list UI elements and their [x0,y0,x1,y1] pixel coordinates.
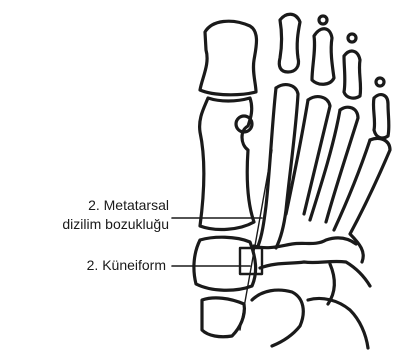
fourth-toe-phalanx [344,51,361,98]
cuneiform-label-text: 2. Küneiform [87,256,166,275]
fifth-toe-phalanx [373,95,388,138]
second-toe-phalanx [279,14,300,72]
rearfoot-outline [252,290,303,346]
metatarsal-malalignment-label: 2. Metatarsal dizilim bozukluğu [62,196,169,234]
second-metatarsal-medial [258,88,276,246]
hallux-distal-phalanx [200,21,257,95]
fifth-toe-tip [376,78,384,86]
metatarsal-label-line-1: 2. Metatarsal [62,196,169,215]
cuneiform-label: 2. Küneiform [87,256,166,275]
metatarsal-label-line-2: dizilim bozukluğu [62,215,169,234]
tarsometatarsal-joint-line [254,238,356,248]
third-toe-phalanx [312,29,334,85]
medial-cuneiform [194,237,256,290]
midfoot-outline [260,261,370,286]
fourth-toe-tip [348,34,356,42]
third-toe-tip [319,16,327,24]
fourth-metatarsal [326,107,358,222]
navicular-bone [202,298,244,337]
lateral-rearfoot-outline [308,298,368,348]
fifth-metatarsal-medial [334,140,370,230]
